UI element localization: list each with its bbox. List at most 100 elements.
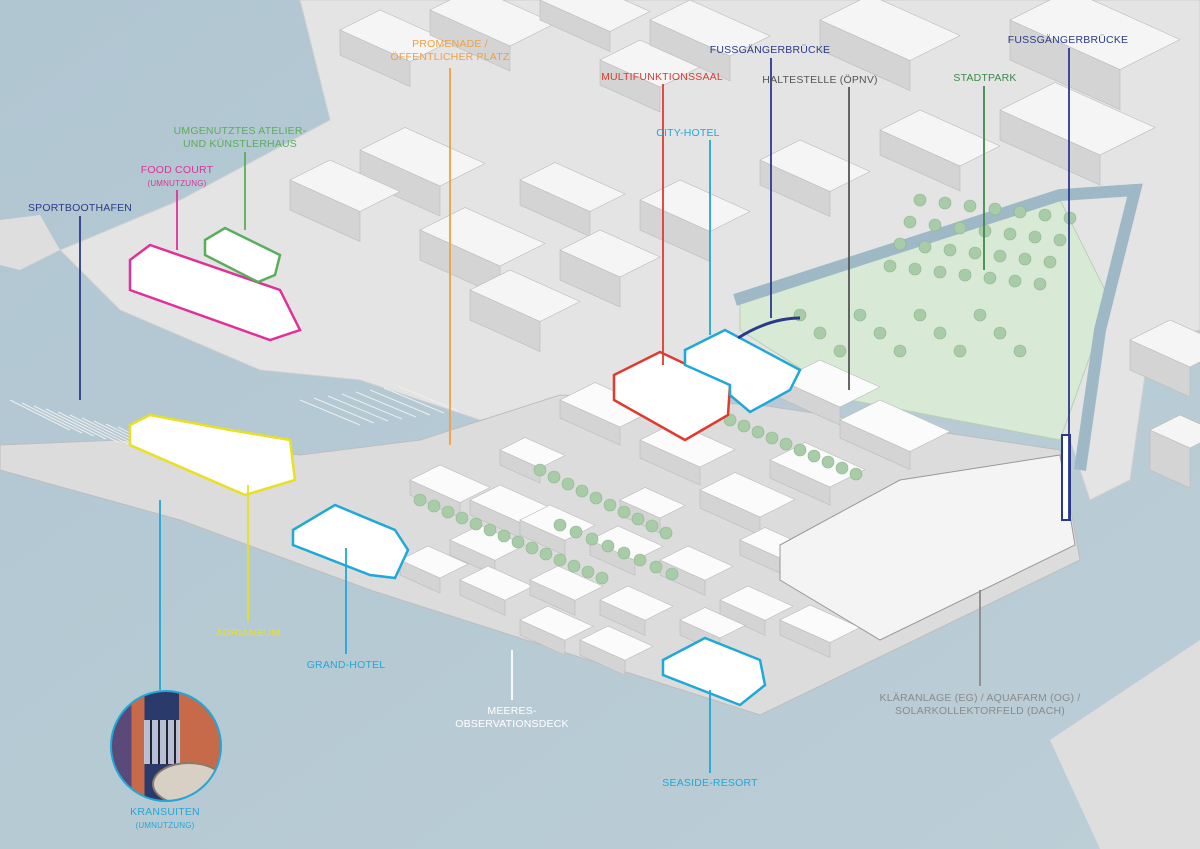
tree	[1008, 274, 1022, 288]
tree	[567, 559, 581, 573]
tree	[633, 553, 647, 567]
pedestrian-bridge-1	[737, 316, 801, 340]
tree	[659, 526, 673, 540]
tree	[833, 344, 847, 358]
leader-lines	[79, 48, 1070, 773]
pier	[21, 402, 83, 434]
tree	[553, 518, 567, 532]
building-roof	[409, 464, 491, 503]
tree	[968, 246, 982, 260]
tree	[441, 505, 455, 519]
building-roof	[619, 487, 686, 519]
label-atelier: Umgenutztes Atelier-und Künstlerhaus	[173, 125, 307, 150]
tree	[601, 539, 615, 553]
tree	[953, 344, 967, 358]
tree	[547, 470, 561, 484]
tree	[1003, 227, 1017, 241]
building-roof	[399, 545, 469, 579]
tree	[893, 237, 907, 251]
building-roof	[819, 0, 961, 61]
tree	[943, 243, 957, 257]
building-roof	[839, 399, 951, 452]
label-kransuiten: Kransuiten(Umnutzung)	[130, 806, 200, 830]
building-roof	[679, 607, 746, 639]
tree	[849, 467, 863, 481]
building-roof	[289, 159, 401, 212]
building-roof	[1129, 319, 1200, 368]
tree	[765, 431, 779, 445]
tree	[807, 449, 821, 463]
tree	[993, 326, 1007, 340]
tree	[908, 262, 922, 276]
pier	[397, 385, 459, 412]
park-canal	[733, 183, 1143, 471]
label-adrianeum: Adrianeum	[215, 627, 281, 639]
pier	[57, 411, 119, 443]
tree	[1013, 344, 1027, 358]
seaside-resort-outline	[661, 636, 767, 707]
lower-right-land	[1050, 640, 1200, 849]
tree	[413, 493, 427, 507]
label-klaeranlage: Kläranlage (EG) / Aquafarm (OG) /Solarko…	[879, 692, 1081, 717]
pier	[9, 399, 71, 431]
pier	[33, 405, 95, 437]
tree	[483, 523, 497, 537]
label-city-hotel: City-Hotel	[656, 127, 720, 139]
tree	[631, 512, 645, 526]
building-roof	[649, 0, 771, 57]
pier	[299, 399, 361, 426]
label-stadtpark: Stadtpark	[953, 72, 1017, 84]
building-roof	[529, 565, 604, 601]
multifunktionssaal-outline	[612, 350, 732, 442]
tree	[533, 463, 547, 477]
tree	[617, 505, 631, 519]
building-roof	[539, 0, 651, 32]
pier	[341, 393, 403, 420]
tree	[561, 477, 575, 491]
tree	[853, 308, 867, 322]
label-promenade: Promenade /Öffentlicher Platz	[390, 38, 510, 63]
building-roof	[579, 625, 654, 661]
tree	[469, 517, 483, 531]
tree	[913, 193, 927, 207]
tree	[883, 259, 897, 273]
pier	[369, 389, 431, 416]
tree	[821, 455, 835, 469]
tree	[779, 437, 793, 451]
building-roof	[599, 585, 674, 621]
tree	[645, 519, 659, 533]
tree	[1063, 211, 1077, 225]
kransuiten-photo	[110, 690, 222, 802]
tree	[569, 525, 583, 539]
tree	[933, 326, 947, 340]
label-fussgaengerbruecke-2: Fußgängerbrücke	[1007, 34, 1129, 46]
pier	[355, 391, 417, 418]
tree	[575, 484, 589, 498]
building-roof	[1009, 0, 1181, 70]
tree	[893, 344, 907, 358]
tree	[1028, 230, 1042, 244]
label-haltestelle: Haltestelle (ÖPNV)	[762, 74, 878, 86]
city-hotel-outline	[683, 328, 802, 414]
label-multifunktionssaal: Multifunktionssaal	[601, 71, 723, 83]
tree	[963, 199, 977, 213]
tree	[933, 265, 947, 279]
building-blocks	[289, 0, 1200, 676]
tree	[953, 221, 967, 235]
tree	[455, 511, 469, 525]
label-fussgaengerbruecke-1: Fußgängerbrücke	[709, 44, 831, 56]
tree	[585, 532, 599, 546]
pier	[327, 395, 389, 422]
tree	[988, 202, 1002, 216]
adrianeum-outline	[128, 413, 297, 497]
tree	[649, 560, 663, 574]
building-roof	[699, 472, 796, 518]
tree	[595, 571, 609, 585]
tree	[813, 326, 827, 340]
label-sportboothafen: Sportboothafen	[27, 202, 133, 214]
building-roof	[449, 524, 526, 561]
pedestrian-bridge-2	[1061, 434, 1071, 521]
tree	[581, 565, 595, 579]
tree	[873, 326, 887, 340]
building-roof	[659, 545, 734, 581]
